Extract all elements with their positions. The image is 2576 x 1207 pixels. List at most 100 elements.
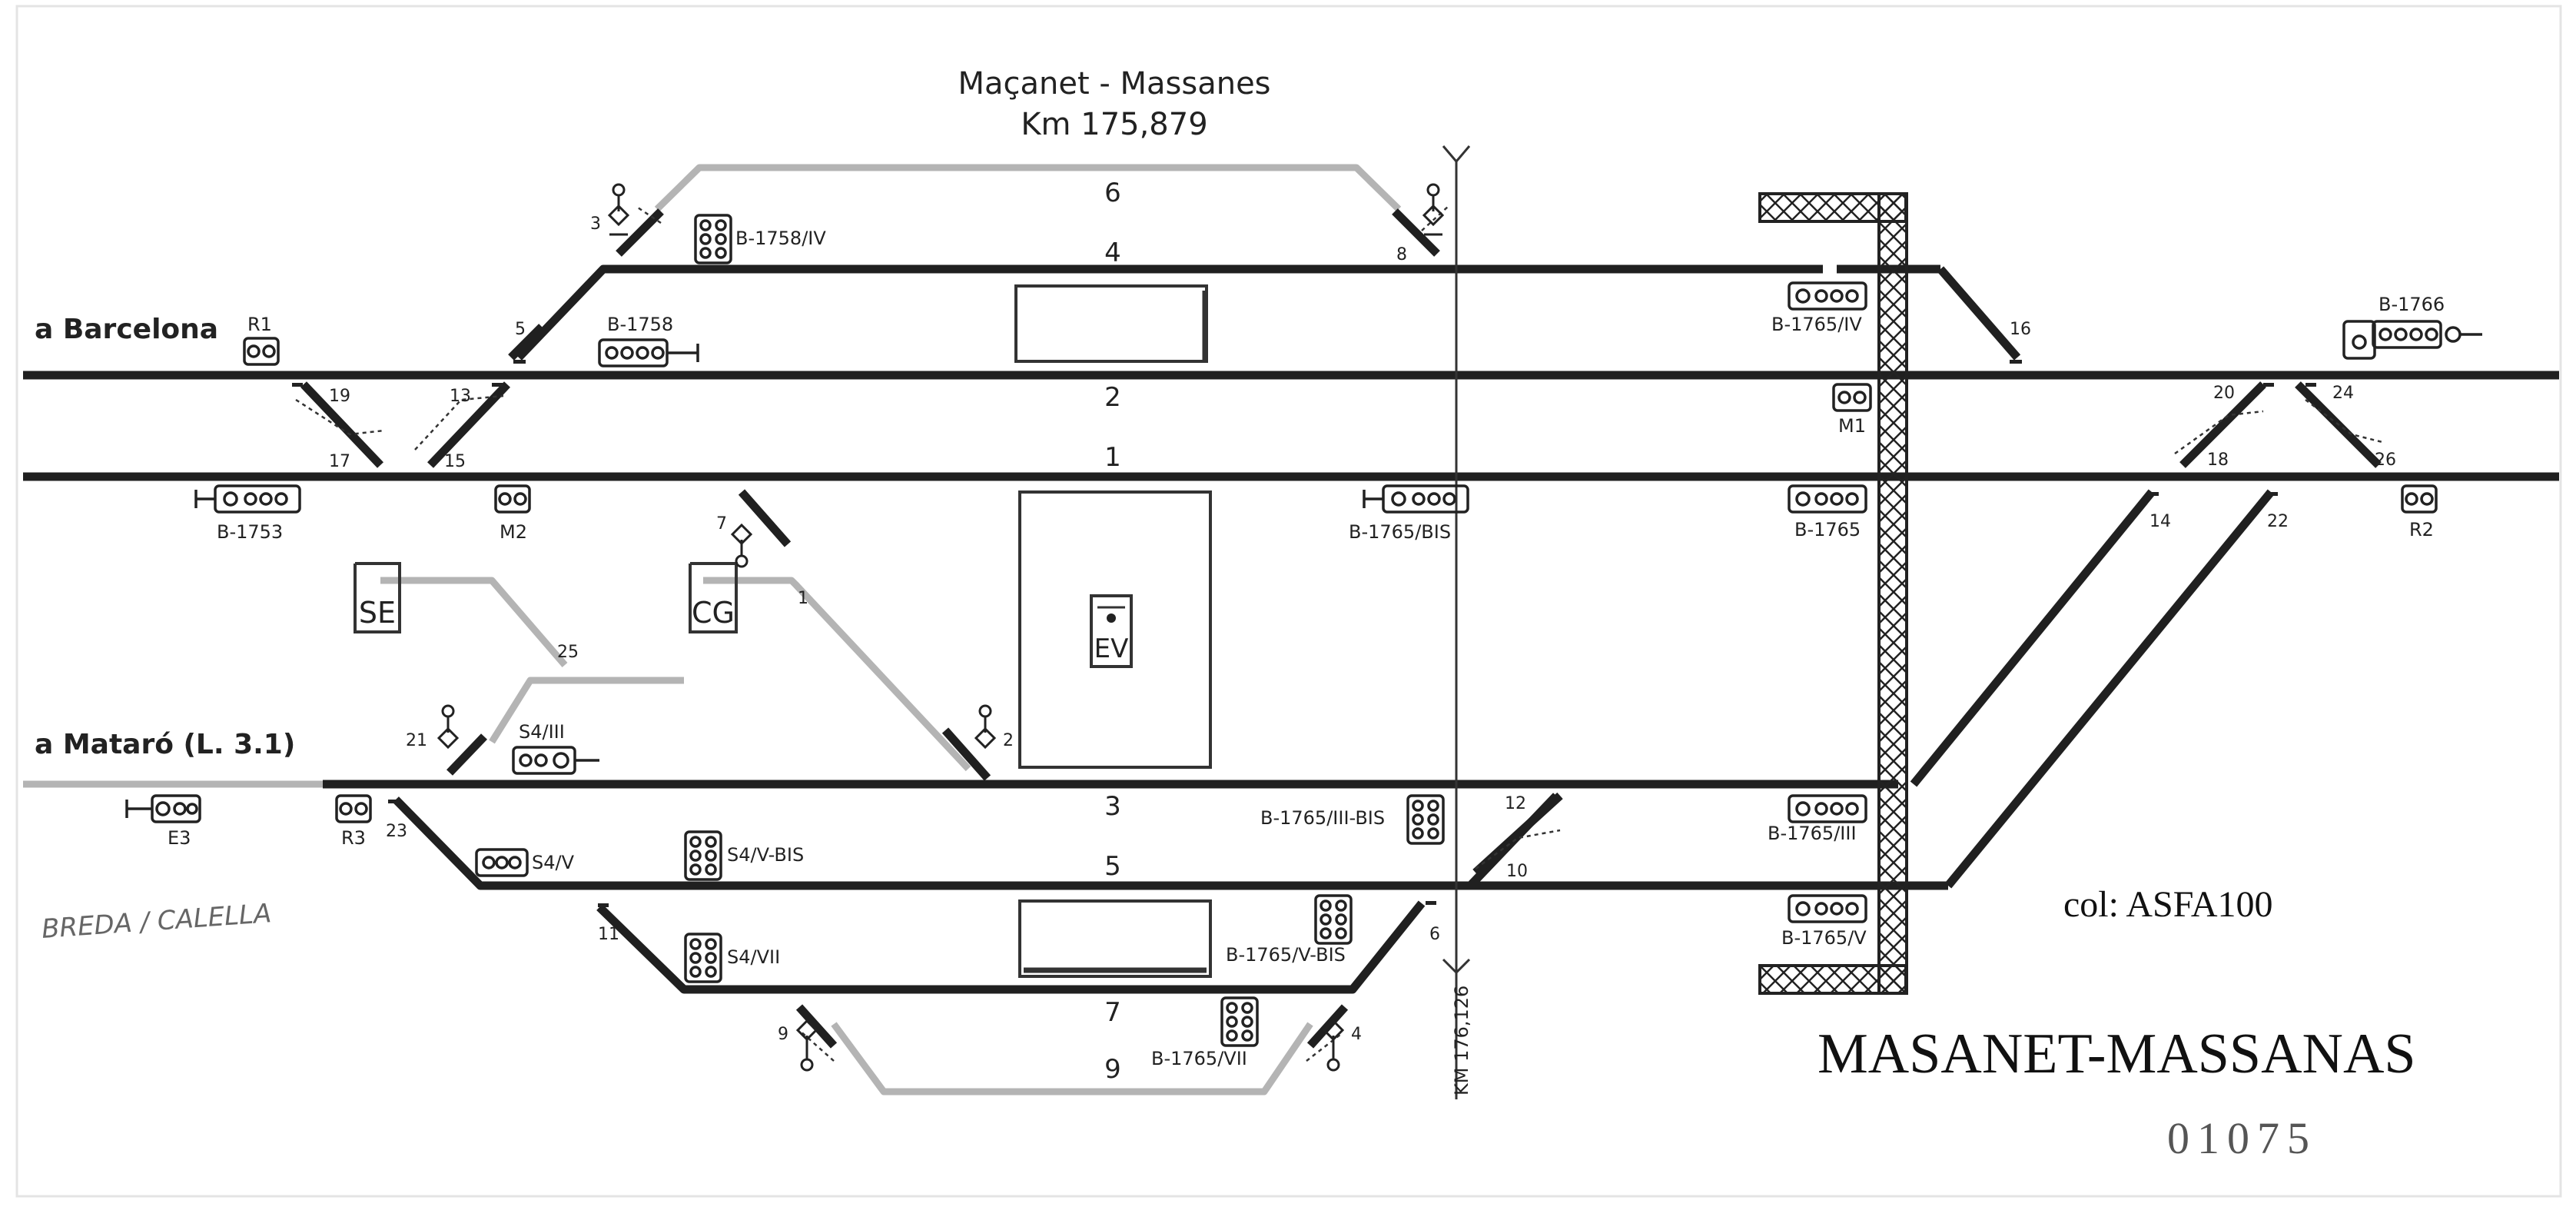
siding-boxes [354,562,738,633]
switch-21: 21 [406,731,427,750]
track-4-line [516,264,1823,361]
signal-r1: R1 [247,314,272,335]
connector-14 [1910,489,2156,787]
track-label-2: 2 [1104,382,1121,413]
crossovers [300,208,2382,1049]
switch-17: 17 [329,452,350,471]
xover-12-10 [1472,792,1563,876]
direction-mataro: a Mataró (L. 3.1) [35,729,295,760]
km-post-label: KM 176,126 [1451,986,1472,1096]
switch-9-blade [795,1004,838,1049]
track-5-line [393,796,1948,890]
diagram-title: MASANET-MASSANAS [1817,1022,2416,1086]
xover-20-18 [2179,381,2266,468]
switch-12: 12 [1505,794,1526,813]
track-label-9: 9 [1104,1054,1121,1085]
switch-8: 8 [1396,245,1407,264]
station-building: EV [1090,594,1133,668]
siding-cg-label: CG [692,596,735,630]
switch-11: 11 [598,925,619,944]
secondary-tracks [23,164,1402,1096]
siding-cg-line [703,577,971,772]
signal-r2: R2 [2409,519,2434,540]
platform-central [1018,490,1212,769]
signal-s4-v-bis: S4/V-BIS [727,844,804,866]
xover-13-15 [427,381,510,468]
platforms [1014,284,1212,978]
building-label: EV [1094,633,1129,664]
track-9-line [831,1022,1313,1096]
track-label-7: 7 [1104,997,1121,1028]
switch-7: 7 [716,514,727,534]
signal-b1765-vii: B-1765/VII [1151,1048,1247,1069]
signal-b1758: B-1758 [607,314,673,335]
signal-r3: R3 [341,827,366,849]
platform-north [1014,284,1208,363]
diag-switch-21 [446,733,487,776]
shunt-signals [437,183,1445,1072]
switch-5: 5 [515,320,526,339]
signal-b1765-v-bis: B-1765/V-BIS [1226,944,1346,966]
point-marks [292,360,2316,907]
switch-dots [295,205,2383,1062]
switch-20: 20 [2213,384,2235,403]
signal-m1: M1 [1838,415,1866,437]
switch-14: 14 [2149,512,2171,531]
switch-18: 18 [2207,451,2229,470]
signal-b1765-v: B-1765/V [1781,927,1867,949]
signal-b1765-iii-bis: B-1765/III-BIS [1260,807,1385,829]
siding-25-line [489,677,684,744]
gantry [1758,192,1908,995]
switch-1: 1 [798,589,808,608]
connector-22 [1944,489,2275,889]
siding-se-label: SE [359,596,396,630]
track-label-6: 6 [1104,178,1121,208]
signal-s4-iii: S4/III [519,721,565,743]
switch-23: 23 [386,822,407,841]
switch-6: 6 [1429,925,1440,944]
signal-b1766: B-1766 [2378,294,2445,315]
switch-24: 24 [2332,384,2354,403]
xover-19-17 [300,381,383,468]
signal-labels: R1 B-1758/IV B-1758 B-1753 M2 B-1765/IV … [168,228,2445,1069]
diag-switch-7-1 [738,489,792,547]
switch-4: 4 [1351,1025,1362,1044]
track-6-line [654,164,1402,212]
signal-s4-vii: S4/VII [727,946,780,968]
signal-heads [125,214,2482,1047]
handwritten-note: BREDA / CALELLA [41,898,273,945]
track-4-exit [1937,266,2021,361]
station-km: Km 175,879 [1021,107,1207,142]
switch-26: 26 [2375,451,2396,470]
track-7-line [596,900,1426,994]
page-frame [15,5,2562,1198]
track-label-3: 3 [1104,791,1121,822]
switch-15: 15 [444,452,466,471]
switch-5-blade [508,324,545,361]
track-label-1: 1 [1104,442,1121,473]
switch-25: 25 [557,643,579,662]
signal-b1765: B-1765 [1794,519,1861,540]
switch-19: 19 [329,387,350,406]
signal-s4-v: S4/V [532,852,575,873]
km-post [1442,145,1471,1099]
switch-10: 10 [1506,862,1528,881]
switch-2: 2 [1003,731,1014,750]
station-name: Maçanet - Massanes [958,66,1270,101]
track-label-5: 5 [1104,851,1121,882]
platform-south [1018,899,1212,978]
col-label: col: ASFA100 [2063,884,2272,925]
track-numbers: 6 4 2 1 3 5 7 9 [1104,178,1121,1085]
switch-labels: 3 5 8 16 19 17 13 15 20 24 18 26 14 22 7… [329,214,2396,1044]
track-label-4: 4 [1104,238,1121,268]
switch-8-blade [1392,208,1440,257]
diagram-number: 01075 [2167,1113,2317,1163]
siding-se-line [380,577,568,667]
signal-b1765-iv: B-1765/IV [1771,314,1862,335]
signal-b1758-iv: B-1758/IV [735,228,826,249]
signal-m2: M2 [500,521,527,543]
switch-16: 16 [2010,320,2031,339]
signal-b1753: B-1753 [217,521,283,543]
switch-13: 13 [450,387,471,406]
